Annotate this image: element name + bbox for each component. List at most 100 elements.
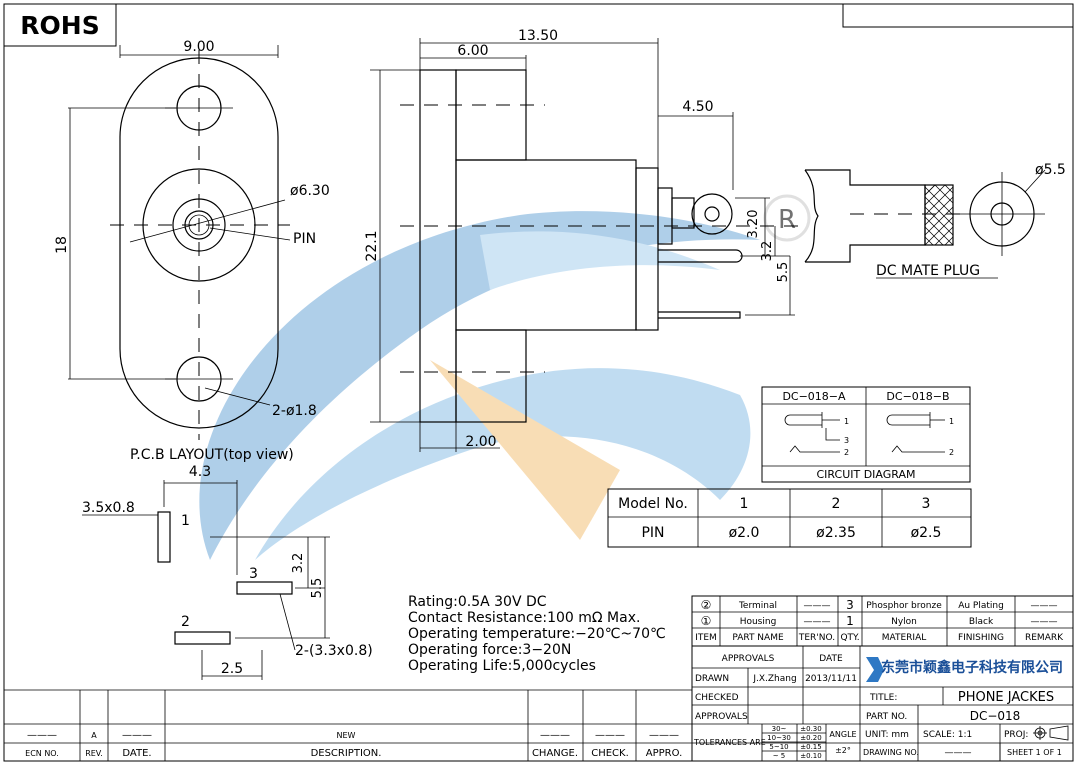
svg-text:REV.: REV. [85, 749, 103, 758]
svg-text:APPROVALS: APPROVALS [695, 712, 748, 722]
bom-row2-material: Nylon [891, 617, 917, 627]
svg-text:ANGLE: ANGLE [829, 730, 856, 739]
circuit-col-b: DC−018−B [886, 390, 949, 403]
svg-text:APPRO.: APPRO. [646, 748, 683, 759]
svg-text:1: 1 [949, 417, 954, 426]
svg-text:2: 2 [844, 448, 849, 457]
dim-25: 2.5 [221, 661, 243, 677]
dim-width: 9.00 [183, 39, 214, 55]
dim-32: 3.2 [760, 241, 775, 262]
model-header-2: 2 [832, 496, 841, 512]
svg-text:DRAWING NO.: DRAWING NO. [863, 748, 919, 757]
svg-text:Au Plating: Au Plating [958, 601, 1004, 611]
drawing-border [3, 3, 1074, 762]
svg-text:±2°: ±2° [835, 746, 851, 755]
svg-text:±0.30: ±0.30 [800, 725, 821, 733]
dim-450: 4.50 [682, 99, 713, 115]
svg-text:①: ① [701, 614, 712, 628]
svg-text:R: R [778, 205, 796, 235]
pin-1-label: 1 [181, 513, 190, 529]
model-header-3: 3 [922, 496, 931, 512]
svg-text:DRAWN: DRAWN [695, 674, 729, 684]
dim-layout-32: 3.2 [291, 553, 306, 574]
model-header-0: Model No. [618, 496, 688, 512]
svg-text:ECN NO.: ECN NO. [25, 749, 59, 758]
svg-text:MATERIAL: MATERIAL [882, 633, 927, 643]
circuit-diagram: DC−018−A DC−018−B CIRCUIT DIAGRAM 1 3 2 … [761, 386, 971, 483]
approvals-label: APPROVALS [722, 654, 775, 664]
plug-label: DC MATE PLUG [876, 263, 980, 279]
pad-1 [157, 511, 171, 563]
dim-200: 2.00 [465, 434, 496, 450]
specifications: Rating:0.5A 30V DC Contact Resistance:10… [408, 594, 666, 674]
model-table: Model No. 1 2 3 PIN ø2.0 ø2.35 ø2.5 [607, 488, 972, 548]
dim-pad: 3.5x0.8 [82, 500, 135, 516]
pad-2 [174, 631, 231, 645]
dim-plug-dia: ø5.5 [1035, 162, 1066, 178]
dim-221: 22.1 [364, 230, 380, 261]
model-row-1: ø2.0 [729, 525, 760, 541]
svg-text:±0.10: ±0.10 [800, 752, 821, 760]
company-name: 东莞市颖鑫电子科技有限公司 [881, 659, 1063, 676]
bom-row1-material: Phosphor bronze [866, 601, 942, 611]
company-logo-icon [866, 657, 884, 682]
svg-text:Black: Black [969, 617, 994, 627]
svg-text:SCALE: 1:1: SCALE: 1:1 [923, 730, 972, 740]
svg-text:10~30: 10~30 [767, 734, 791, 742]
dim-slots: 2-(3.3x0.8) [295, 643, 373, 659]
dim-600: 6.00 [457, 43, 488, 59]
svg-text:2: 2 [949, 448, 954, 457]
dim-holes: 2-ø1.8 [272, 403, 317, 419]
svg-text:1: 1 [846, 614, 854, 628]
rohs-box [3, 3, 117, 47]
rev-desc: NEW [337, 731, 356, 740]
svg-text:PROJ:: PROJ: [1004, 730, 1028, 740]
pcb-layout-title: P.C.B LAYOUT(top view) [130, 447, 294, 463]
revision-block: ——— A ——— NEW ——— ——— ——— ECN NO. REV. D… [4, 689, 692, 761]
svg-text:———: ——— [1031, 601, 1058, 611]
svg-text:———: ——— [945, 748, 972, 758]
svg-text:SHEET 1 OF 1: SHEET 1 OF 1 [1007, 748, 1062, 757]
svg-text:~ 5: ~ 5 [773, 752, 786, 760]
svg-text:CHECKED: CHECKED [695, 693, 739, 703]
model-row-0: PIN [641, 525, 664, 541]
dim-320: 3.20 [746, 210, 761, 239]
spec-line-5: Operating Life:5,000cycles [408, 658, 596, 674]
model-header-1: 1 [740, 496, 749, 512]
dim-18: 18 [54, 236, 70, 254]
svg-text:TITLE:: TITLE: [869, 693, 897, 703]
side-view: 13.50 6.00 22.1 4.50 3.20 3.2 5.5 2.00 [364, 28, 800, 452]
bom-row2-part: Housing [740, 617, 777, 627]
svg-text:———: ——— [27, 730, 57, 741]
svg-text:CHANGE.: CHANGE. [532, 748, 578, 759]
svg-text:PART NAME: PART NAME [732, 633, 784, 643]
circuit-col-a: DC−018−A [782, 390, 846, 403]
svg-text:ITEM: ITEM [695, 633, 717, 643]
svg-text:———: ——— [595, 730, 625, 741]
svg-text:FINISHING: FINISHING [958, 633, 1004, 643]
svg-text:CHECK.: CHECK. [591, 748, 629, 759]
dim-dia630: ø6.30 [290, 183, 330, 199]
rev-value: A [91, 731, 97, 740]
spec-line-3: Operating temperature:−20℃~70℃ [408, 626, 666, 642]
dc-mate-plug: ø5.5 DC MATE PLUG [804, 162, 1066, 279]
svg-text:———: ——— [122, 730, 152, 741]
rohs-badge: ROHS [20, 11, 99, 40]
svg-text:3: 3 [844, 436, 849, 445]
svg-text:1: 1 [844, 417, 849, 426]
svg-text:TOLERANCES ARE: TOLERANCES ARE [693, 738, 766, 747]
svg-text:±0.20: ±0.20 [800, 734, 821, 742]
model-row-2: ø2.35 [816, 525, 856, 541]
svg-text:———: ——— [540, 730, 570, 741]
title-value: PHONE JACKES [958, 690, 1054, 705]
spec-line-4: Operating force:3−20N [408, 642, 571, 658]
title-block: APPROVALS DATE 东莞市颖鑫电子科技有限公司 DRAWN J.X.Z… [691, 645, 1074, 762]
projection-symbol-icon [1033, 725, 1069, 741]
date-label: DATE [819, 654, 843, 664]
svg-text:———: ——— [804, 617, 831, 627]
part-no-value: DC−018 [970, 709, 1021, 723]
dim-1350: 13.50 [518, 28, 558, 44]
svg-text:5~10: 5~10 [769, 743, 788, 751]
top-right-box [842, 3, 1074, 28]
